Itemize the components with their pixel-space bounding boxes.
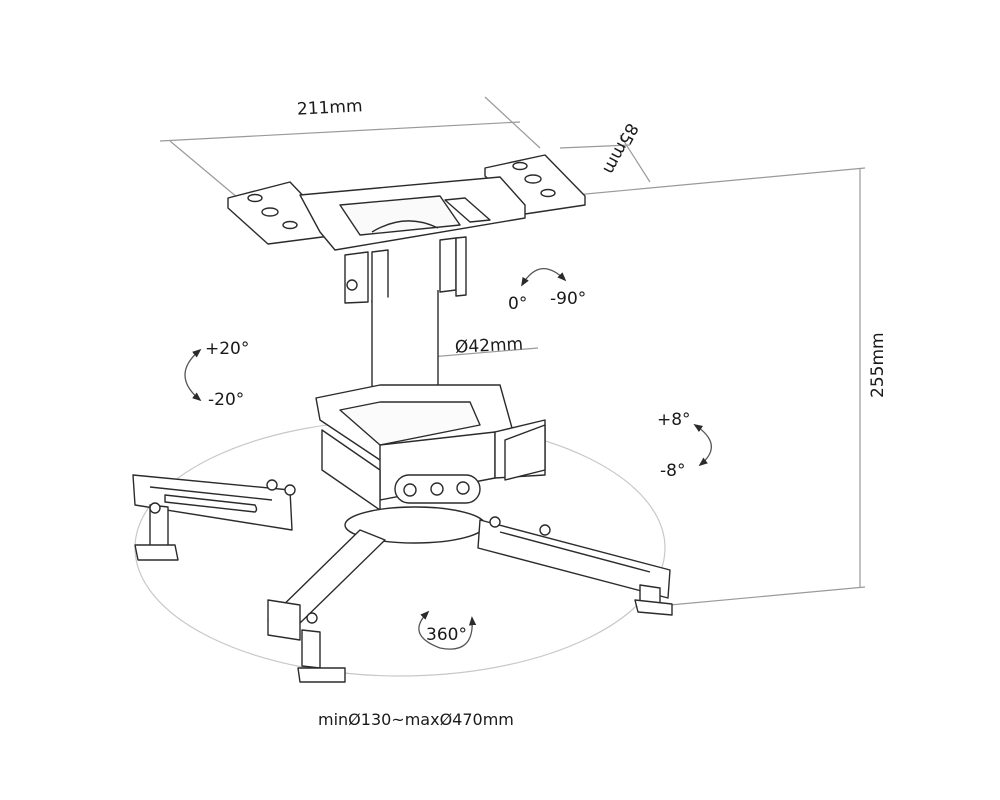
swivel-end-label: -90°: [550, 289, 587, 309]
roll-down-label: -8°: [660, 461, 686, 481]
tube-diameter-label: Ø42mm: [454, 334, 524, 358]
height-dimension-label: 255mm: [868, 332, 888, 398]
arm-span-label: minØ130~maxØ470mm: [318, 710, 514, 729]
dimension-lines: [159, 96, 866, 606]
rotation-arrows: [184, 268, 712, 650]
roll-up-label: +8°: [657, 410, 691, 430]
tilt-down-label: -20°: [208, 390, 245, 410]
width-dimension-label: 211mm: [296, 96, 364, 120]
mount-drawing: [132, 154, 673, 683]
tilt-up-label: +20°: [205, 339, 250, 359]
rotate-360-arrow-icon: [418, 610, 477, 650]
swivel-start-label: 0°: [508, 294, 528, 314]
swivel-arrow-icon: [521, 268, 567, 287]
roll-arrow-icon: [693, 423, 712, 467]
rotate-360-label: 360°: [426, 625, 467, 645]
tilt-arrow-icon: [184, 348, 202, 402]
